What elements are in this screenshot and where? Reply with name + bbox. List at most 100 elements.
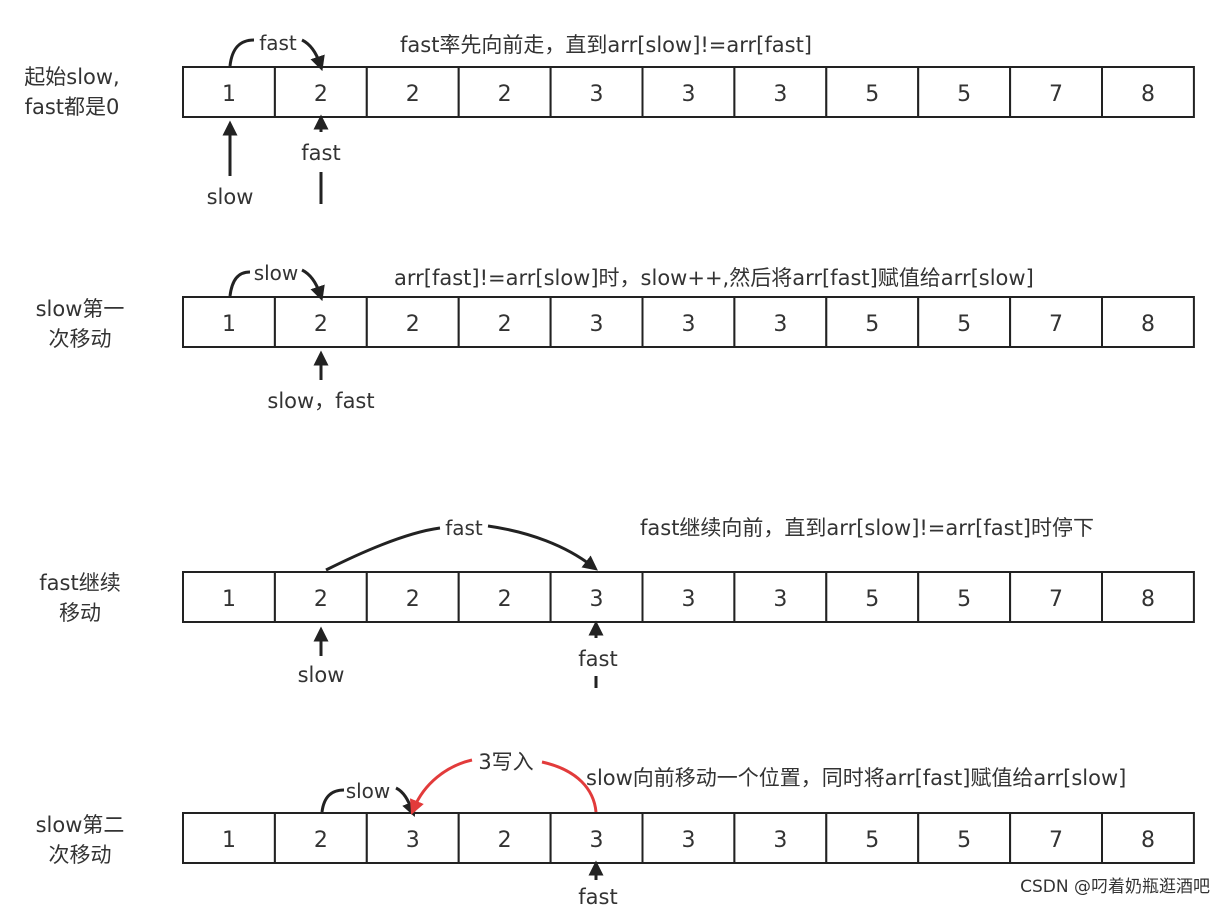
- step-2-array: 1 2 2 2 3 3 3 5 5 7 8: [182, 296, 1195, 348]
- step-2-curve-label: slow: [254, 261, 299, 285]
- array-cell-value: 3: [406, 828, 420, 853]
- step-2-side-label-line2: 次移动: [49, 327, 112, 351]
- array-cell: [273, 66, 368, 118]
- array-cell: [549, 66, 644, 118]
- step-1-fast-pointer-label: fast: [301, 141, 340, 165]
- array-cell: [273, 812, 368, 864]
- step-3-side-label-line1: fast继续: [39, 571, 120, 595]
- array-cell: [1101, 571, 1195, 623]
- array-cell-value: 3: [773, 828, 787, 853]
- array-cell: [457, 571, 552, 623]
- array-cell-value: 7: [1049, 828, 1063, 853]
- step-4-curve-label: slow: [346, 779, 391, 803]
- array-cell: [182, 296, 276, 348]
- array-cell-value: 2: [498, 312, 512, 337]
- step-3-curve-right: [487, 524, 598, 571]
- array-cell-value: 7: [1049, 587, 1063, 612]
- array-cell-value: 2: [498, 82, 512, 107]
- array-cell-value: 5: [865, 828, 879, 853]
- array-cell-value: 2: [314, 828, 328, 853]
- step-4-side-label-line2: 次移动: [49, 843, 112, 867]
- step-3-side-label-line2: 移动: [59, 601, 101, 625]
- array-cell-value: 2: [498, 828, 512, 853]
- step-4-curve-arrowhead: [395, 786, 417, 817]
- step-2-note: arr[fast]!=arr[slow]时，slow++,然后将arr[fast…: [394, 266, 1034, 290]
- array-cell-value: 5: [957, 82, 971, 107]
- step-2-group: slow第一 次移动 1 2 2 2 3 3 3 5 5 7 8 slow arr[fast]!=a…: [36, 261, 1195, 413]
- array-cell-value: 3: [681, 828, 695, 853]
- array-cell-value: 1: [222, 828, 236, 853]
- array-cell-value: 8: [1141, 312, 1155, 337]
- array-cell-value: 2: [314, 587, 328, 612]
- array-cell: [641, 812, 736, 864]
- array-cell: [549, 571, 644, 623]
- array-cell-value: 5: [865, 82, 879, 107]
- array-cell: [733, 66, 828, 118]
- array-cell-value: 1: [222, 312, 236, 337]
- array-cell-value: 8: [1141, 828, 1155, 853]
- step-4-red-arrow-right: [541, 760, 598, 813]
- array-cell: [1009, 296, 1103, 348]
- array-cell-value: 5: [865, 312, 879, 337]
- array-cell: [549, 296, 644, 348]
- array-cell: [273, 296, 368, 348]
- array-cell: [1101, 812, 1195, 864]
- step-4-curve-arrow: [320, 788, 345, 813]
- step-3-curve-left: [325, 526, 441, 572]
- step-1-curve-arrowhead: [301, 38, 325, 72]
- array-cell: [825, 66, 920, 118]
- step-1-side-label-line2: fast都是0: [25, 95, 120, 119]
- array-cell-value: 7: [1049, 312, 1063, 337]
- step-2-side-label-line1: slow第一: [36, 297, 125, 321]
- step-1-curve-arrow: [228, 38, 255, 67]
- array-cell-value: 2: [314, 82, 328, 107]
- step-4-red-label: 3写入: [478, 750, 533, 774]
- array-cell-value: 3: [590, 828, 604, 853]
- array-cell: [365, 571, 460, 623]
- step-2-pointer-label: slow，fast: [267, 389, 374, 413]
- array-cell-value: 5: [957, 312, 971, 337]
- array-cell: [733, 296, 828, 348]
- array-cell: [182, 66, 276, 118]
- array-cell: [1101, 296, 1195, 348]
- array-cell: [917, 66, 1012, 118]
- step-4-note: slow向前移动一个位置，同时将arr[fast]赋值给arr[slow]: [586, 766, 1126, 790]
- array-cell-value: 3: [773, 312, 787, 337]
- array-cell-value: 3: [590, 587, 604, 612]
- array-cell-value: 5: [865, 587, 879, 612]
- step-2-curve-arrow: [228, 270, 251, 297]
- array-cell-value: 7: [1049, 82, 1063, 107]
- array-cell-value: 2: [406, 312, 420, 337]
- step-1-note: fast率先向前走，直到arr[slow]!=arr[fast]: [400, 33, 812, 57]
- array-cell-value: 3: [681, 587, 695, 612]
- array-cell-value: 3: [681, 312, 695, 337]
- array-cell-value: 2: [314, 312, 328, 337]
- step-3-fast-pointer-label: fast: [578, 647, 617, 671]
- array-cell-value: 5: [957, 587, 971, 612]
- array-cell: [825, 571, 920, 623]
- watermark: CSDN @叼着奶瓶逛酒吧: [1020, 877, 1210, 897]
- step-4-red-arrow-left: [409, 758, 473, 815]
- step-4-fast-pointer-label: fast: [578, 885, 617, 906]
- array-cell: [825, 296, 920, 348]
- array-cell: [917, 812, 1012, 864]
- array-cell-value: 3: [590, 312, 604, 337]
- array-cell-value: 8: [1141, 587, 1155, 612]
- array-cell: [273, 571, 368, 623]
- array-cell-value: 3: [590, 82, 604, 107]
- array-cell-value: 2: [406, 587, 420, 612]
- array-cell: [825, 812, 920, 864]
- array-cell: [1009, 66, 1103, 118]
- array-cell-value: 3: [773, 587, 787, 612]
- array-cell: [641, 571, 736, 623]
- array-cell-value: 1: [222, 82, 236, 107]
- array-cell-value: 3: [773, 82, 787, 107]
- array-cell: [182, 812, 276, 864]
